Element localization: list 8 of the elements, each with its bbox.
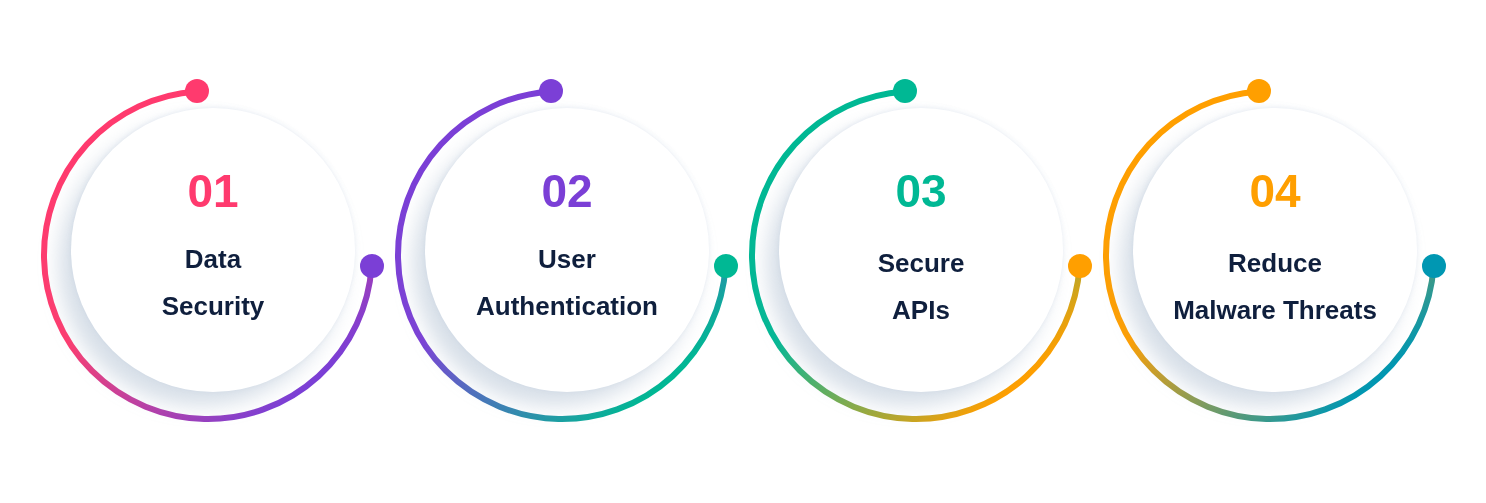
step-title: User Authentication	[476, 243, 658, 323]
step-number: 03	[895, 168, 947, 214]
step-number: 02	[541, 168, 593, 214]
step-title: Data Security	[161, 243, 265, 323]
step-number: 04	[1249, 168, 1301, 214]
step-title: Reduce Malware Threats	[1173, 247, 1377, 327]
step-title: Secure APIs	[877, 247, 965, 327]
step-number: 01	[187, 168, 239, 214]
